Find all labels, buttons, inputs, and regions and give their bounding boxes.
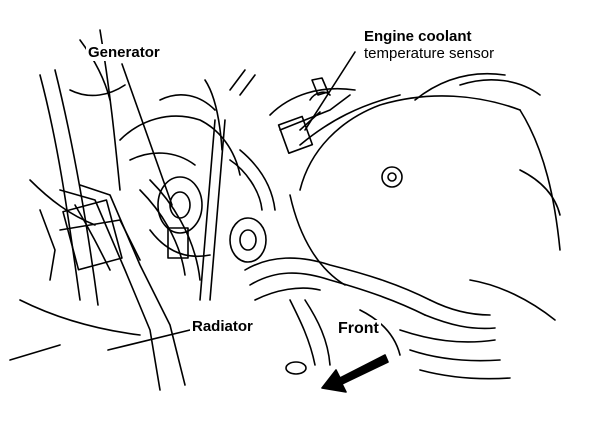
generator-label: Generator <box>86 44 162 62</box>
radiator-label: Radiator <box>190 318 255 336</box>
leader-lines <box>107 51 356 351</box>
coolant-sensor-label-line2: temperature sensor <box>364 45 495 63</box>
coolant-sensor-label: Engine coolant temperature sensor <box>362 28 497 63</box>
front-label: Front <box>336 320 381 339</box>
coolant-sensor-label-line1: Engine coolant <box>364 28 472 45</box>
generator-body <box>119 79 241 259</box>
belt-lines <box>199 69 276 301</box>
lower-pipes <box>244 257 556 380</box>
radiator-hose <box>59 179 201 391</box>
front-arrow <box>321 354 389 393</box>
